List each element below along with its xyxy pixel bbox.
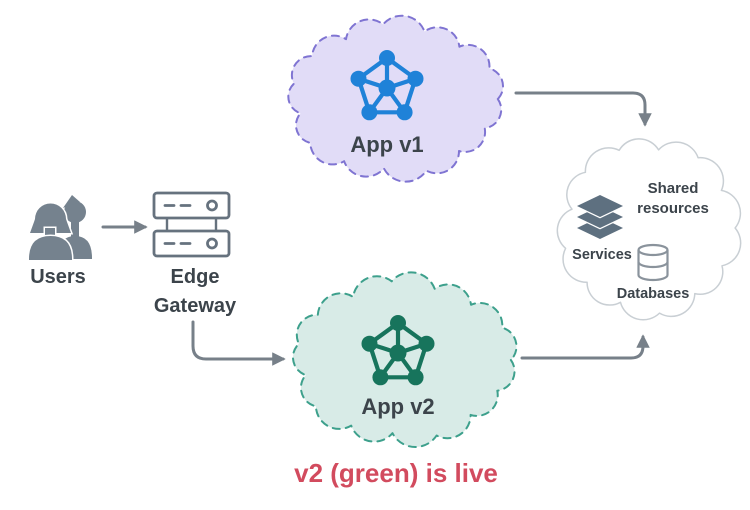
app-v1-network-icon: [350, 50, 424, 121]
edge-gateway-icon: [152, 191, 231, 258]
users-icon: [27, 195, 92, 262]
arrow-app-v1-to-shared: [514, 91, 652, 127]
arrow-gateway-to-app-v2: [191, 320, 286, 366]
app-v2-network-icon: [361, 315, 435, 386]
shared-resources-title-line1: Shared: [648, 180, 699, 197]
services-label: Services: [572, 247, 632, 263]
live-caption: v2 (green) is live: [294, 458, 498, 488]
shared-resources-cloud: [556, 138, 742, 321]
shared-resources-title-line2: resources: [637, 200, 709, 217]
edge-gateway-label-line2: Gateway: [154, 295, 237, 317]
users-label: Users: [30, 266, 86, 288]
app-v2-label: App v2: [361, 394, 434, 419]
edge-gateway-label-line1: Edge: [171, 266, 220, 288]
databases-icon: [637, 243, 669, 282]
arrow-app-v2-to-shared: [520, 334, 650, 360]
databases-label: Databases: [617, 286, 690, 302]
app-v1-label: App v1: [350, 132, 423, 157]
services-icon: [574, 193, 626, 241]
